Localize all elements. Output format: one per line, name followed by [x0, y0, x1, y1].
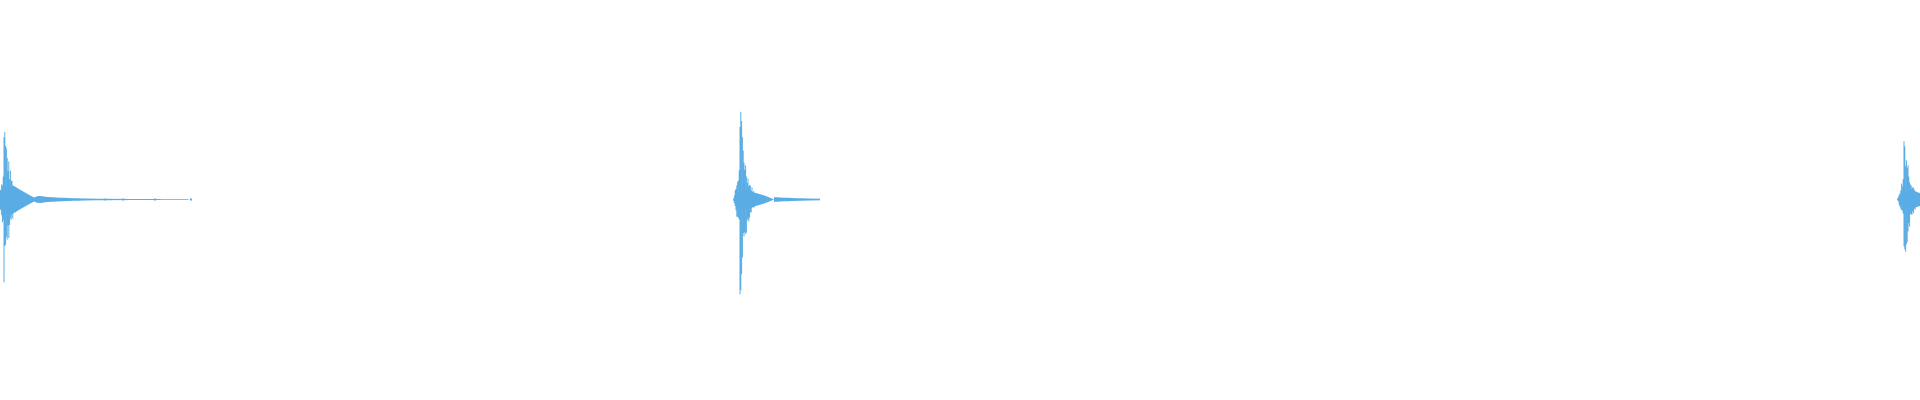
waveform-dot [104, 198, 106, 201]
waveform-tail [774, 197, 820, 202]
waveform-tail [38, 196, 189, 203]
transient-2 [733, 111, 820, 295]
waveform-body [0, 184, 38, 215]
waveform-body [1898, 190, 1920, 209]
waveform-transients [0, 111, 1920, 295]
waveform-dot [154, 198, 156, 201]
waveform-body [734, 190, 774, 209]
waveform-dot [86, 198, 88, 201]
transient-3 [1897, 141, 1920, 252]
waveform-dot [122, 198, 124, 201]
waveform-dot [190, 198, 192, 201]
transient-1 [0, 132, 192, 283]
waveform-bump [33, 196, 47, 203]
